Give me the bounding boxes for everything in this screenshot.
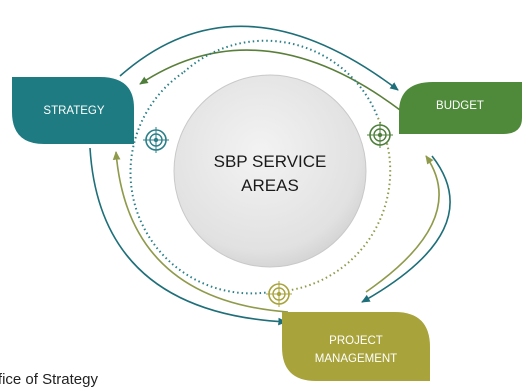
dotted-ring-top: [183, 39, 379, 119]
center-label-line2: AREAS: [241, 176, 299, 195]
target-icon: [367, 122, 393, 148]
budget-label: BUDGET: [436, 100, 484, 112]
arrow-project-to-strategy: [112, 151, 289, 313]
target-icon: [143, 127, 169, 153]
strategy-node[interactable]: [12, 77, 134, 144]
project-label-line1: PROJECT: [329, 335, 383, 347]
center-circle: [173, 74, 367, 268]
arrow-strategy-to-budget: [119, 25, 399, 91]
arrow-budget-to-strategy: [139, 49, 401, 111]
arrow-project-to-budget: [365, 155, 440, 293]
arrow-budget-to-project: [361, 155, 451, 303]
budget-node[interactable]: [399, 82, 522, 134]
project-label-line2: MANAGEMENT: [315, 353, 397, 365]
dotted-ring-right: [269, 117, 392, 293]
dotted-ring-left: [129, 71, 271, 295]
footnote-office-of-strategy: ffice of Strategy: [0, 371, 98, 388]
strategy-label: STRATEGY: [43, 105, 104, 117]
target-icon: [266, 281, 292, 307]
center-label-line1: SBP SERVICE: [214, 152, 327, 171]
arrow-strategy-to-project: [89, 147, 287, 326]
project-management-node[interactable]: [282, 312, 430, 381]
